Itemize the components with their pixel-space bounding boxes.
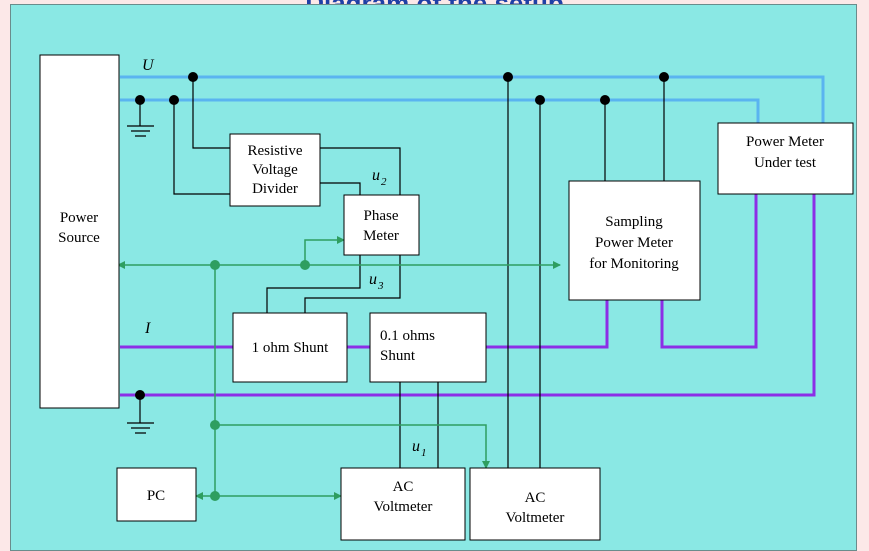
ac-voltmeter-1-box: AC Voltmeter bbox=[340, 467, 466, 541]
junction-dot bbox=[535, 95, 545, 105]
svg-text:Voltmeter: Voltmeter bbox=[374, 499, 433, 515]
pc-box: PC bbox=[116, 467, 197, 522]
svg-text:for Monitoring: for Monitoring bbox=[589, 256, 679, 272]
svg-text:Power Meter: Power Meter bbox=[595, 235, 673, 251]
current-label-i: I bbox=[144, 320, 151, 337]
svg-text:Phase: Phase bbox=[364, 208, 399, 224]
sampling-power-meter-box: Sampling Power Meter for Monitoring bbox=[568, 180, 701, 301]
svg-text:AC: AC bbox=[393, 479, 414, 495]
diagram-panel bbox=[10, 4, 857, 551]
junction-dot bbox=[600, 95, 610, 105]
signal-label-u2: u 2 bbox=[372, 167, 387, 188]
signal-junction-dot bbox=[210, 491, 220, 501]
voltage-label-u: U bbox=[142, 57, 155, 74]
svg-text:u: u bbox=[369, 271, 377, 288]
svg-text:Under test: Under test bbox=[754, 155, 817, 171]
power-meter-under-test-box: Power Meter Under test bbox=[717, 122, 854, 195]
svg-text:1 ohm Shunt: 1 ohm Shunt bbox=[252, 340, 330, 356]
junction-dot bbox=[135, 95, 145, 105]
svg-text:Resistive: Resistive bbox=[248, 143, 303, 159]
signal-junction-dot bbox=[210, 420, 220, 430]
svg-text:Shunt: Shunt bbox=[380, 348, 416, 364]
svg-text:Voltmeter: Voltmeter bbox=[506, 510, 565, 526]
resistive-voltage-divider-box: Resistive Voltage Divider bbox=[229, 133, 321, 207]
svg-text:Sampling: Sampling bbox=[605, 214, 663, 230]
signal-junction-dot bbox=[300, 260, 310, 270]
voltage-line-u bbox=[120, 75, 825, 128]
svg-text:Divider: Divider bbox=[252, 181, 298, 197]
point-one-ohm-shunt-box: 0.1 ohms Shunt bbox=[369, 312, 487, 383]
power-source-box: Power Source bbox=[39, 54, 120, 409]
junction-dot bbox=[503, 72, 513, 82]
svg-text:u: u bbox=[412, 438, 420, 455]
phase-meter-box: Phase Meter bbox=[343, 194, 420, 256]
ac-voltmeter-2-box: AC Voltmeter bbox=[469, 467, 601, 541]
signal-junction-dot bbox=[210, 260, 220, 270]
junction-dot bbox=[135, 390, 145, 400]
svg-text:1: 1 bbox=[421, 447, 427, 459]
svg-text:2: 2 bbox=[381, 176, 387, 188]
junction-dot bbox=[188, 72, 198, 82]
current-line-i-3 bbox=[120, 181, 816, 397]
svg-text:Source: Source bbox=[58, 230, 100, 246]
junction-dot bbox=[659, 72, 669, 82]
signal-label-u3: u 3 bbox=[369, 271, 384, 292]
junction-dot bbox=[169, 95, 179, 105]
svg-text:Voltage: Voltage bbox=[252, 162, 298, 178]
svg-text:0.1 ohms: 0.1 ohms bbox=[380, 328, 435, 344]
svg-text:Meter: Meter bbox=[363, 228, 399, 244]
signal-label-u1: u 1 bbox=[412, 438, 427, 459]
voltage-line-return bbox=[120, 98, 760, 128]
svg-text:Power: Power bbox=[60, 210, 98, 226]
svg-text:Power Meter: Power Meter bbox=[746, 134, 824, 150]
one-ohm-shunt-box: 1 ohm Shunt bbox=[232, 312, 348, 383]
svg-text:AC: AC bbox=[525, 490, 546, 506]
svg-text:3: 3 bbox=[377, 280, 384, 292]
svg-text:u: u bbox=[372, 167, 380, 184]
svg-text:PC: PC bbox=[147, 488, 165, 504]
